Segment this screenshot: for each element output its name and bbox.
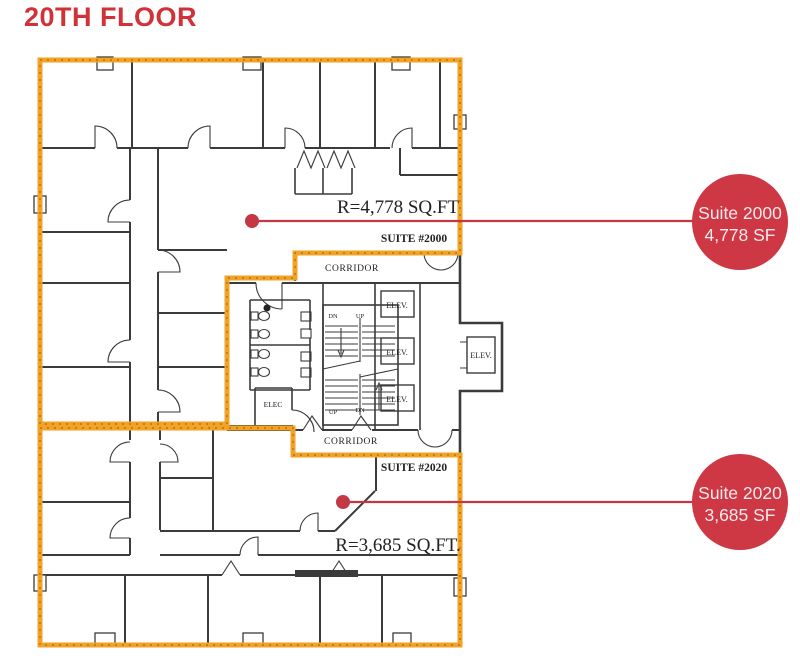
suite-boundaries [37, 57, 463, 648]
suite-2020-boundary [37, 425, 463, 648]
plan-labels: R=4,778 SQ.FT SUITE #2000 CORRIDOR CORRI… [264, 197, 492, 556]
callout-suite-2000-title: Suite 2000 [698, 203, 782, 223]
electrical-room [254, 387, 293, 430]
suite-2000-name-label: SUITE #2000 [381, 233, 447, 245]
suite-2000-area-label: R=4,778 SQ.FT [337, 197, 459, 218]
toilet-fixture-icons [250, 310, 271, 378]
service-elevator-label: ELEV. [470, 351, 491, 360]
leader-dot-suite-2000 [245, 214, 259, 228]
stair-dn-bottom-label: DN [355, 407, 365, 414]
elevator-bank [374, 283, 421, 430]
suite-2020-area-label: R=3,685 SQ.FT. [335, 535, 460, 556]
elevator-2-label: ELEV. [386, 348, 407, 357]
callout-suite-2000-area: 4,778 SF [704, 225, 775, 245]
stair-up-top-label: UP [356, 313, 365, 320]
suite-2000-boundary [37, 57, 463, 427]
lease-line-dashes [39, 59, 461, 646]
callout-suite-2020-area: 3,685 SF [704, 505, 775, 525]
page-title: 20TH FLOOR [24, 2, 198, 32]
wall-segment [295, 570, 358, 577]
corridor-top-label: CORRIDOR [325, 264, 379, 274]
stairwell [322, 304, 399, 426]
suite-2020-name-label: SUITE #2020 [381, 462, 447, 474]
callout-circle-suite-2000 [692, 174, 788, 270]
callout-circle-suite-2020 [692, 454, 788, 550]
restrooms [249, 283, 324, 430]
service-elevator [460, 336, 496, 374]
callout-suite-2000: Suite 2000 4,778 SF [245, 174, 788, 270]
leader-dot-suite-2020 [336, 495, 350, 509]
stair-up-bottom-label: UP [329, 409, 338, 416]
callout-suite-2020: Suite 2020 3,685 SF [336, 454, 788, 550]
stair-direction-arrows [337, 328, 383, 410]
electrical-room-label: ELEC [264, 400, 283, 409]
drinking-fountain-icon [263, 304, 271, 312]
stair-dn-top-label: DN [328, 313, 338, 320]
elevator-1-label: ELEV. [386, 301, 407, 310]
elevator-3-label: ELEV. [386, 395, 407, 404]
sink-fixture-icons [300, 311, 312, 378]
corridor-bottom-label: CORRIDOR [324, 437, 378, 447]
callout-suite-2020-title: Suite 2020 [698, 483, 782, 503]
